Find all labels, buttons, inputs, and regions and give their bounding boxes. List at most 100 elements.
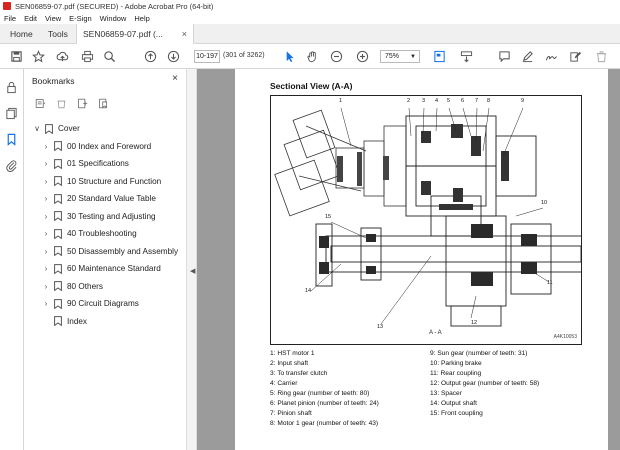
tab-tools[interactable]: Tools <box>48 29 68 39</box>
tab-document[interactable]: SEN06859-07.pdf (... × <box>76 24 194 44</box>
bookmark-label: 01 Specifications <box>67 159 129 168</box>
bookmark-label: Cover <box>58 124 80 133</box>
bookmark-item[interactable]: › 50 Disassembly and Assembly <box>24 243 184 260</box>
bookmark-item[interactable]: › 01 Specifications <box>24 155 184 172</box>
menu-esign[interactable]: E-Sign <box>69 13 92 23</box>
bookmark-item[interactable]: ›10 Structure and Function <box>24 173 184 190</box>
upload-cloud-icon[interactable] <box>54 48 70 64</box>
previous-page-icon[interactable] <box>142 48 158 64</box>
bookmark-tag-icon[interactable] <box>95 96 111 110</box>
panel-divider[interactable]: ◀ <box>186 69 197 450</box>
select-cursor-icon[interactable] <box>281 48 297 64</box>
expand-chevron-icon[interactable]: › <box>44 176 48 186</box>
collapse-panel-icon[interactable]: ◀ <box>190 268 196 275</box>
close-tab-icon[interactable]: × <box>181 29 187 39</box>
menu-window[interactable]: Window <box>99 13 127 23</box>
delete-bookmark-icon[interactable] <box>53 96 69 110</box>
bookmark-label: 20 Standard Value Table <box>67 194 156 203</box>
left-rail <box>0 69 24 450</box>
callout-number: 4 <box>435 98 439 104</box>
bookmark-label: 40 Troubleshooting <box>67 229 137 238</box>
bookmarks-toolbar <box>32 95 116 111</box>
bookmark-item[interactable]: Index <box>24 313 184 330</box>
expand-chevron-icon[interactable]: › <box>44 281 48 291</box>
save-icon[interactable] <box>8 48 24 64</box>
legend-entry: 5: Ring gear (number of teeth: 80) <box>270 390 370 397</box>
menu-view[interactable]: View <box>45 13 62 23</box>
zoom-in-icon[interactable] <box>354 48 370 64</box>
menu-help[interactable]: Help <box>134 13 150 23</box>
expand-chevron-icon[interactable]: › <box>44 299 48 308</box>
page-layout-icon[interactable] <box>431 48 447 64</box>
delete-trash-icon[interactable] <box>593 48 609 64</box>
draw-signature-icon[interactable] <box>543 48 559 64</box>
next-page-icon[interactable] <box>165 48 181 64</box>
bookmark-label: Index <box>67 316 88 326</box>
star-icon[interactable] <box>30 48 46 64</box>
expand-chevron-icon[interactable]: › <box>44 211 48 221</box>
bookmark-item[interactable]: › 40 Troubleshooting <box>24 225 184 242</box>
callout-number: 3 <box>422 98 426 104</box>
toolbar: 10-197 (301 of 3262) 75% ▼ <box>0 44 620 69</box>
close-panel-icon[interactable]: × <box>172 73 178 84</box>
bookmark-icon <box>54 281 62 292</box>
bookmark-label: 30 Testing and Adjusting <box>67 211 156 221</box>
bookmark-options-icon[interactable] <box>32 96 48 110</box>
legend-entry: 1: HST motor 1 <box>270 350 315 357</box>
pdf-page: Sectional View (A-A) <box>235 69 608 450</box>
print-icon[interactable] <box>79 48 95 64</box>
bookmarks-panel-title: Bookmarks <box>32 76 75 86</box>
callout-number: 11 <box>547 280 553 286</box>
expand-chevron-icon[interactable]: › <box>44 141 48 151</box>
zoom-level-select[interactable]: 75% ▼ <box>380 50 420 63</box>
expand-chevron-icon[interactable]: › <box>44 194 48 203</box>
bookmarks-icon[interactable] <box>5 133 19 147</box>
page-count: (301 of 3262) <box>223 52 265 59</box>
tab-home[interactable]: Home <box>10 29 33 39</box>
edit-pdf-icon[interactable] <box>567 48 583 64</box>
page-thumbnails-icon[interactable] <box>5 107 19 121</box>
expand-chevron-icon[interactable]: ∨ <box>34 124 40 133</box>
comment-icon[interactable] <box>496 48 512 64</box>
bookmark-item[interactable]: ›00 Index and Foreword <box>24 138 184 155</box>
bookmark-item[interactable]: ›80 Others <box>24 278 184 295</box>
new-bookmark-icon[interactable] <box>74 96 90 110</box>
callout-number: 8 <box>487 98 491 104</box>
highlight-pen-icon[interactable] <box>519 48 535 64</box>
scroll-mode-icon[interactable] <box>458 48 474 64</box>
expand-chevron-icon[interactable]: › <box>44 264 48 273</box>
menu-file[interactable]: File <box>4 13 17 23</box>
tab-bar: Home Tools SEN06859-07.pdf (... × <box>0 24 620 44</box>
bookmark-label: 50 Disassembly and Assembly <box>67 246 179 256</box>
bookmark-item[interactable]: ›90 Circuit Diagrams <box>24 295 184 312</box>
menu-edit[interactable]: Edit <box>24 13 38 23</box>
callout-number: 5 <box>447 98 451 104</box>
hand-tool-icon[interactable] <box>304 48 320 64</box>
expand-chevron-icon[interactable]: › <box>44 159 48 168</box>
expand-chevron-icon[interactable]: › <box>44 246 48 256</box>
expand-chevron-icon[interactable]: › <box>44 229 48 238</box>
bookmark-icon <box>54 158 62 169</box>
legend-entry: 6: Planet pinion (number of teeth: 24) <box>270 400 379 407</box>
bookmark-item[interactable]: › 30 Testing and Adjusting <box>24 208 184 225</box>
callout-number: 13 <box>377 324 384 330</box>
legend-entry: 9: Sun gear (number of teeth: 31) <box>430 350 528 357</box>
bookmark-item[interactable]: ∨ Cover <box>24 120 184 137</box>
lock-icon[interactable] <box>5 81 19 95</box>
bookmark-icon <box>45 123 53 134</box>
legend-entry: 10: Parking brake <box>430 360 482 367</box>
zoom-search-icon[interactable] <box>101 48 117 64</box>
bookmark-icon <box>54 246 62 257</box>
bookmark-item[interactable]: ›60 Maintenance Standard <box>24 260 184 277</box>
callout-number: 6 <box>461 98 465 104</box>
page-number-input[interactable]: 10-197 <box>194 50 220 63</box>
bookmark-icon <box>54 211 62 222</box>
bookmark-item[interactable]: › 20 Standard Value Table <box>24 190 184 207</box>
zoom-level-value: 75% <box>385 53 400 60</box>
sectional-view-drawing <box>274 107 587 327</box>
zoom-out-icon[interactable] <box>328 48 344 64</box>
attachments-icon[interactable] <box>5 159 19 173</box>
window-title: SEN06859-07.pdf (SECURED) - Adobe Acroba… <box>15 1 214 11</box>
document-viewer[interactable]: Sectional View (A-A) <box>197 69 620 450</box>
